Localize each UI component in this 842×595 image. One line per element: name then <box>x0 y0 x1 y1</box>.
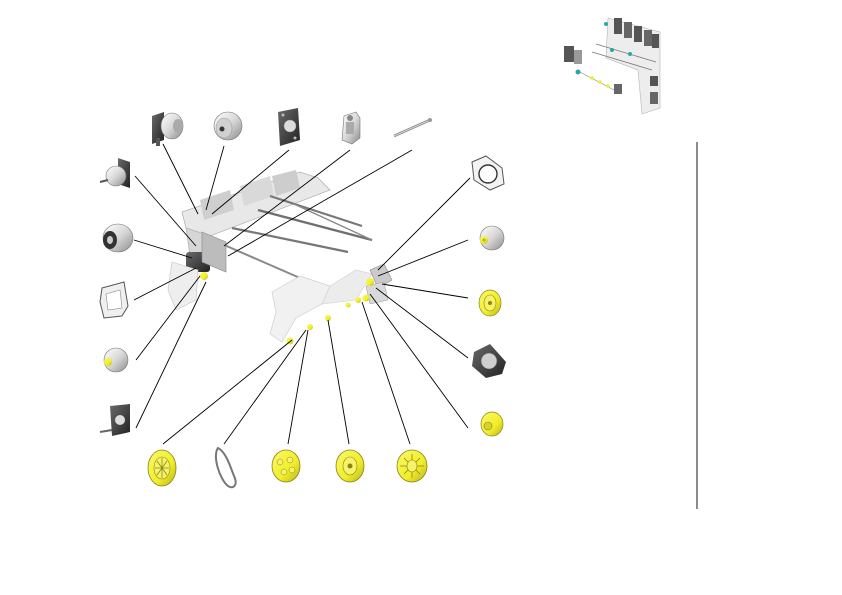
overview-thumbnail <box>564 17 661 115</box>
round-motor-icon <box>213 111 243 141</box>
yellow-pulley-icon <box>480 411 504 437</box>
small-motor-yellow-shaft-icon <box>103 347 129 373</box>
motor-with-plate-icon <box>152 112 184 146</box>
yellow-gear-icon <box>478 289 502 317</box>
motor-with-shaft-icon <box>99 158 130 188</box>
sensor-assembly-icon <box>341 111 361 145</box>
small-motor-icon <box>479 225 505 251</box>
yellow-wheel-icon <box>335 449 365 483</box>
yellow-wheel-icon <box>147 449 177 487</box>
mounting-plate-icon <box>278 108 300 146</box>
round-motor-icon <box>102 223 134 253</box>
round-plate-icon <box>471 155 505 191</box>
bracket-icon <box>99 281 129 319</box>
yellow-gear-icon <box>396 449 428 483</box>
main-assembly <box>167 170 393 345</box>
pin-icon <box>393 118 432 138</box>
leader-lines <box>133 143 471 445</box>
belt-icon <box>214 446 237 489</box>
yellow-gear-icon <box>271 449 301 483</box>
mounting-plate-icon <box>99 404 130 436</box>
flange-plate-icon <box>472 344 506 378</box>
